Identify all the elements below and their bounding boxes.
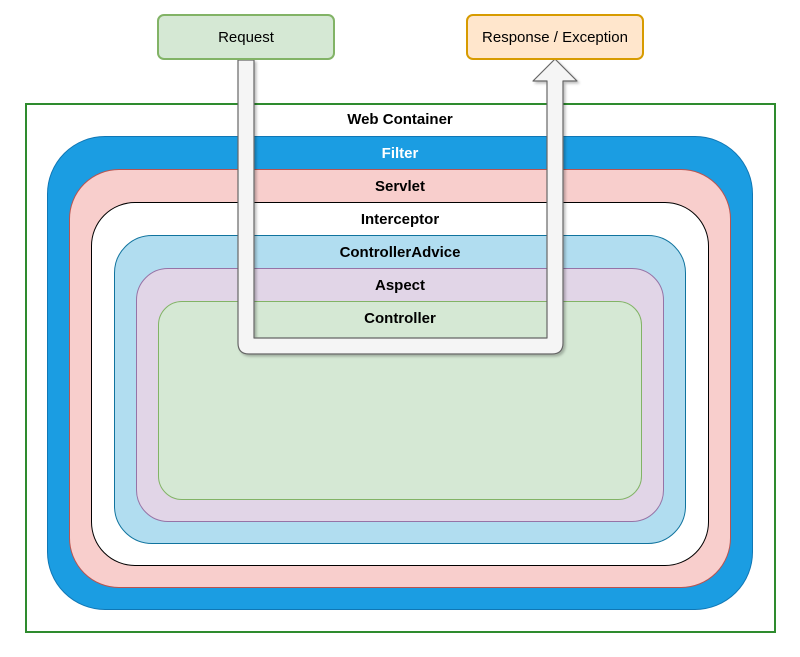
aspect-label: Aspect (374, 277, 426, 294)
controller-advice-label: ControllerAdvice (339, 244, 461, 261)
response-node: Response / Exception (466, 14, 644, 60)
interceptor-label: Interceptor (360, 211, 440, 228)
request-node: Request (157, 14, 335, 60)
controller-label: Controller (364, 310, 436, 327)
controller-layer (158, 301, 642, 500)
response-label: Response / Exception (482, 28, 628, 46)
filter-label: Filter (381, 145, 419, 162)
request-label: Request (218, 28, 274, 46)
web-container-label: Web Container (347, 111, 453, 128)
servlet-label: Servlet (374, 178, 426, 195)
